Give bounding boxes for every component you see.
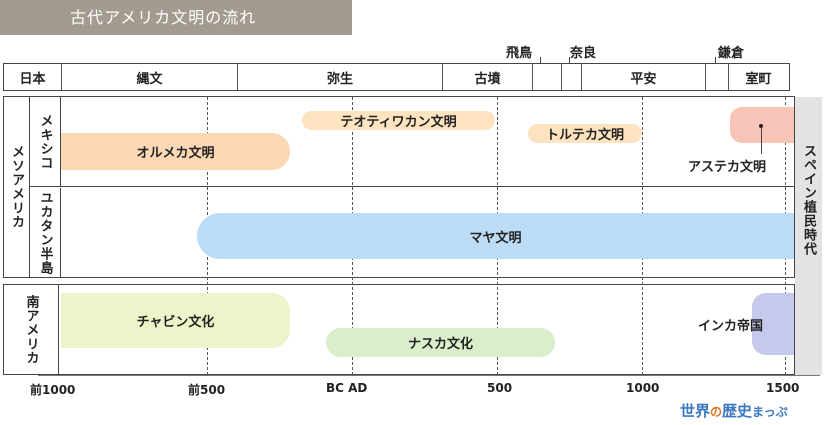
japan-period-yayoi: 弥生 — [237, 64, 442, 90]
maya-bar: マヤ文明 — [197, 213, 794, 259]
axis-tick-1500ad: 1500 — [766, 381, 800, 395]
yucatan-label: ユカタン半島 — [30, 188, 61, 277]
logo-part4: まっぷ — [752, 405, 788, 419]
page-title: 古代アメリカ文明の流れ — [0, 0, 352, 35]
south-america-label: 南アメリカ — [4, 285, 59, 374]
era-label-kamakura: 鎌倉 — [718, 46, 745, 61]
chavin-bar: チャビン文化 — [61, 293, 290, 348]
teotihuacan-bar: テオティワカン文明 — [302, 111, 495, 130]
logo-part1: 世界 — [680, 402, 711, 420]
japan-period-asuka — [532, 64, 561, 90]
japan-period-nara — [561, 64, 581, 90]
mesoamerica-label: メソアメリカ — [4, 97, 30, 277]
japan-label: 日本 — [19, 71, 46, 87]
japan-period-bar: 日本 縄文 弥生 古墳 平安 室町 — [3, 63, 790, 91]
logo-part2: の — [710, 405, 723, 419]
site-logo: 世界の歴史まっぷ — [680, 400, 788, 421]
era-label-nara: 奈良 — [570, 46, 597, 61]
japan-period-kofun: 古墳 — [442, 64, 532, 90]
japan-period-muromachi: 室町 — [728, 64, 788, 90]
aztec-label: アステカ文明 — [688, 160, 767, 175]
japan-period-heian: 平安 — [581, 64, 705, 90]
aztec-connector — [761, 128, 762, 154]
spanish-colonial-label: スペイン植民時代 — [801, 144, 816, 256]
inca-bar — [752, 293, 794, 355]
olmec-label: オルメカ文明 — [136, 146, 215, 161]
axis-tick-1000bc: 前1000 — [30, 383, 76, 397]
toltec-bar: トルテカ文明 — [528, 124, 642, 143]
timeline-axis — [38, 375, 820, 376]
axis-tick-1000ad: 1000 — [626, 381, 660, 395]
axis-tick-500bc: 前500 — [188, 383, 226, 397]
maya-label: マヤ文明 — [469, 230, 522, 246]
spanish-colonial-column — [795, 97, 822, 375]
axis-tick-500ad: 500 — [487, 381, 513, 395]
axis-tick-bc-ad: BC AD — [326, 381, 368, 395]
era-label-asuka: 飛鳥 — [506, 46, 533, 61]
meso-separator — [30, 186, 794, 187]
olmec-bar: オルメカ文明 — [61, 133, 290, 170]
aztec-marker — [759, 124, 763, 128]
inca-label: インカ帝国 — [698, 319, 764, 334]
nazca-bar: ナスカ文化 — [326, 328, 555, 357]
chavin-label: チャビン文化 — [136, 315, 215, 330]
toltec-label: トルテカ文明 — [545, 128, 624, 143]
teotihuacan-label: テオティワカン文明 — [340, 115, 457, 130]
japan-period-kamakura — [705, 64, 728, 90]
mexico-label: メキシコ — [30, 97, 61, 186]
logo-part3: 歴史 — [722, 402, 753, 420]
nazca-label: ナスカ文化 — [407, 337, 473, 352]
japan-period-jomon: 縄文 — [61, 64, 237, 90]
